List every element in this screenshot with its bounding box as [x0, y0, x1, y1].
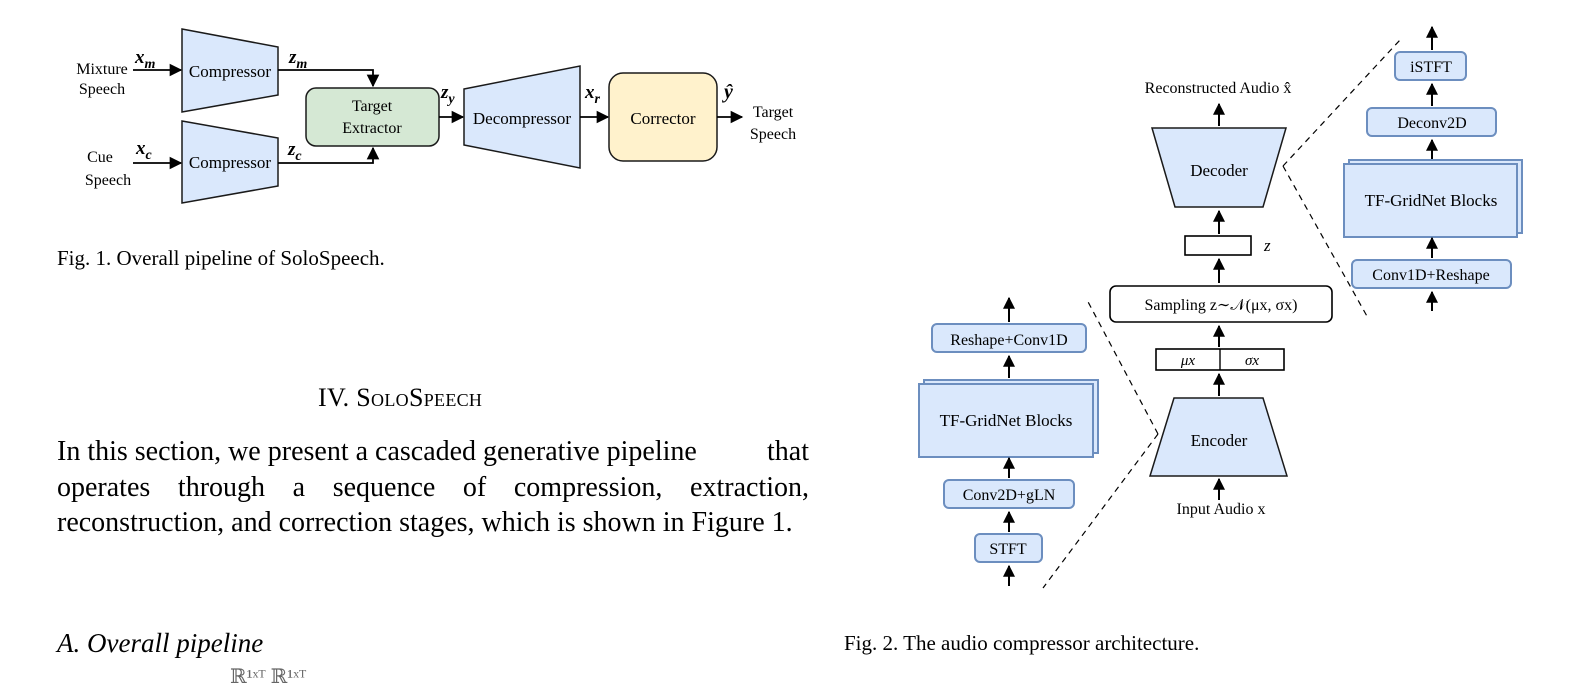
conv1d-reshape-box	[1351, 259, 1512, 289]
conv1d-reshape-label: Conv1D+Reshape	[1372, 267, 1489, 284]
zoom-line-encoder-top	[1085, 297, 1159, 435]
deconv2d-box	[1366, 107, 1497, 137]
reshape-conv1d-box	[931, 323, 1087, 353]
target-extractor-box	[305, 87, 440, 147]
enc-gridnet-label: TF-GridNet Blocks	[940, 411, 1073, 430]
zoom-line-encoder-bottom	[1042, 433, 1159, 589]
istft-label: iSTFT	[1410, 59, 1452, 76]
mu-label: μx	[1180, 353, 1196, 369]
reshape-conv1d-label: Reshape+Conv1D	[950, 332, 1067, 349]
target-speech-label-2: Speech	[750, 126, 796, 143]
conv2d-gln-box	[943, 479, 1075, 509]
z-latent-box	[1184, 235, 1252, 256]
enc-gridnet-box	[918, 383, 1094, 458]
signal-z-m: zm	[288, 47, 307, 72]
paragraph-line-1: In this section, we present a cascaded g…	[57, 436, 697, 467]
zoom-line-decoder-top	[1282, 39, 1401, 167]
sampling-label: Sampling z∼𝒩(μx, σx)	[1144, 297, 1297, 314]
paragraph-line-2: that operates through a sequence of comp…	[57, 436, 809, 503]
cutoff-text-line: ℝ¹ˣᵀ ℝ¹ˣᵀ	[230, 666, 307, 688]
stft-label: STFT	[989, 541, 1027, 558]
paragraph-line-3: reconstruction, and correction stages, w…	[57, 507, 685, 538]
dec-gridnet-label: TF-GridNet Blocks	[1365, 191, 1498, 210]
figure-2-caption: Fig. 2. The audio compressor architectur…	[844, 631, 1200, 655]
decoder-label: Decoder	[1190, 161, 1248, 180]
mu-sigma-box	[1155, 348, 1285, 371]
corrector-label: Corrector	[630, 109, 695, 128]
mixture-speech-label-2: Speech	[79, 81, 125, 98]
cue-speech-label-2: Speech	[85, 172, 131, 189]
target-speech-label-1: Target	[753, 104, 794, 121]
zoom-line-decoder-bottom	[1282, 165, 1369, 319]
compressor-top-label: Compressor	[189, 62, 272, 81]
signal-x-m: xm	[134, 47, 156, 72]
sigma-label: σx	[1245, 353, 1259, 369]
sampling-box	[1109, 285, 1333, 323]
input-audio-label: Input Audio x	[1177, 501, 1266, 518]
section-number: IV.	[318, 383, 350, 412]
signal-z-c: zc	[287, 139, 302, 164]
compressor-bottom-shape	[181, 120, 279, 204]
conv2d-gln-label: Conv2D+gLN	[963, 487, 1056, 504]
reconstructed-audio-label: Reconstructed Audio x̂	[1145, 80, 1292, 97]
cue-speech-label-1: Cue	[87, 149, 113, 166]
compressor-bottom-label: Compressor	[189, 153, 272, 172]
mixture-speech-label-1: Mixture	[76, 61, 128, 78]
encoder-shape	[1148, 397, 1289, 477]
section-title: SoloSpeech	[356, 383, 483, 412]
signal-z-y: zy	[440, 82, 455, 107]
istft-box	[1394, 51, 1467, 81]
figure-1-caption: Fig. 1. Overall pipeline of SoloSpeech.	[57, 246, 385, 270]
arrow-zc	[278, 146, 380, 164]
section-heading: IV. SoloSpeech	[318, 383, 482, 413]
figure-1-pipeline: Mixture Speech Cue Speech Compressor Com…	[76, 28, 796, 204]
decompressor-shape	[463, 65, 581, 169]
z-latent-label: z	[1263, 236, 1271, 255]
signal-x-c: xc	[135, 138, 153, 163]
decompressor-label: Decompressor	[473, 109, 572, 128]
section-paragraph: In this section, we present a cascaded g…	[57, 434, 809, 541]
dec-gridnet-box	[1343, 163, 1518, 238]
decoder-shape	[1151, 127, 1287, 208]
target-extractor-label-2: Extractor	[342, 120, 402, 137]
compressor-top-shape	[181, 28, 279, 113]
encoder-label: Encoder	[1191, 431, 1248, 450]
enc-gridnet-shadow	[923, 379, 1099, 454]
deconv2d-label: Deconv2D	[1397, 115, 1466, 132]
paragraph-line-4: Figure 1.	[691, 507, 793, 538]
signal-x-r: xr	[584, 82, 601, 107]
dec-gridnet-shadow	[1348, 159, 1523, 234]
target-extractor-label-1: Target	[352, 98, 393, 115]
arrow-zm	[278, 69, 380, 88]
signal-y-hat: ŷ	[722, 81, 733, 103]
subsection-heading: A. Overall pipeline	[57, 628, 264, 658]
stft-box	[974, 533, 1043, 563]
